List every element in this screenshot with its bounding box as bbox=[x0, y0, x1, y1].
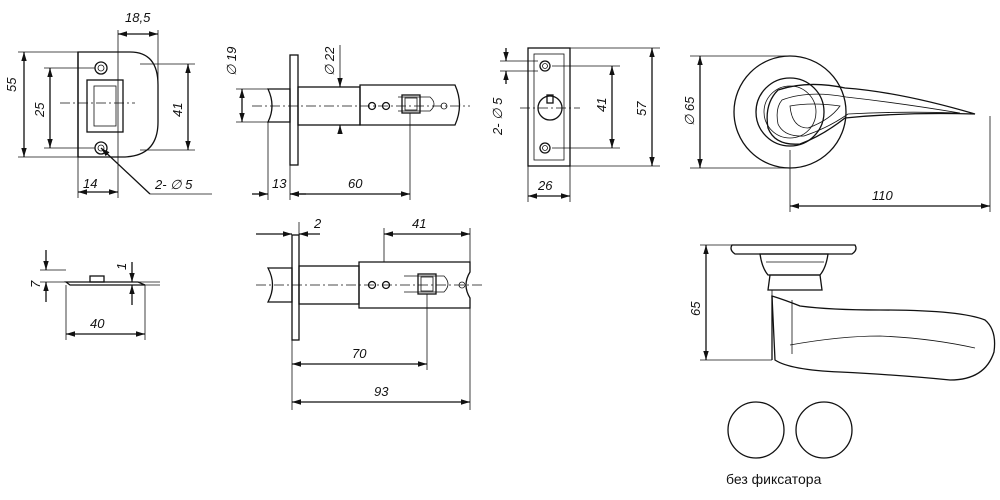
dim-2: 2 bbox=[313, 216, 322, 231]
dim-holes-front: 2- ∅ 5 bbox=[490, 97, 505, 136]
dim-holes: 2- ∅ 5 bbox=[154, 177, 193, 192]
escutcheon-right bbox=[795, 401, 853, 459]
dim-14: 14 bbox=[83, 176, 97, 191]
dim-dia-65: ∅ 65 bbox=[682, 96, 697, 126]
dim-110: 110 bbox=[872, 188, 893, 203]
lever-front-view: ∅ 65 110 bbox=[682, 55, 991, 212]
dim-65-side: 65 bbox=[688, 301, 703, 316]
dim-93: 93 bbox=[374, 384, 389, 399]
caption-without-lock: без фиксатора bbox=[726, 471, 822, 487]
dim-70: 70 bbox=[352, 346, 367, 361]
dim-18-5: 18,5 bbox=[125, 10, 151, 25]
escutcheon-pair: без фиксатора bbox=[726, 401, 853, 487]
dim-7: 7 bbox=[28, 280, 43, 288]
dim-dia-19: ∅ 19 bbox=[224, 47, 239, 76]
strike-plate-view: 55 25 41 18,5 14 2- ∅ 5 bbox=[4, 10, 212, 198]
dim-26: 26 bbox=[537, 178, 553, 193]
front-plate-view: 2- ∅ 5 41 57 26 bbox=[490, 47, 660, 202]
dim-dia-22: ∅ 22 bbox=[322, 46, 337, 76]
dim-41: 41 bbox=[170, 103, 185, 117]
dim-41-slot: 41 bbox=[412, 216, 426, 231]
dim-55: 55 bbox=[4, 77, 19, 92]
escutcheon-left bbox=[727, 401, 785, 459]
latch-long-view: 2 41 70 93 bbox=[256, 216, 482, 410]
dim-13: 13 bbox=[272, 176, 287, 191]
dim-40: 40 bbox=[90, 316, 105, 331]
dim-25: 25 bbox=[32, 102, 47, 118]
dim-60: 60 bbox=[348, 176, 363, 191]
dim-41-front: 41 bbox=[594, 98, 609, 112]
lever-side-view: 65 bbox=[688, 244, 996, 381]
strike-side-view: 7 1 40 bbox=[28, 250, 160, 340]
dim-1: 1 bbox=[114, 263, 129, 270]
latch-short-view: ∅ 19 ∅ 22 13 60 bbox=[224, 45, 470, 200]
dim-57: 57 bbox=[634, 101, 649, 116]
